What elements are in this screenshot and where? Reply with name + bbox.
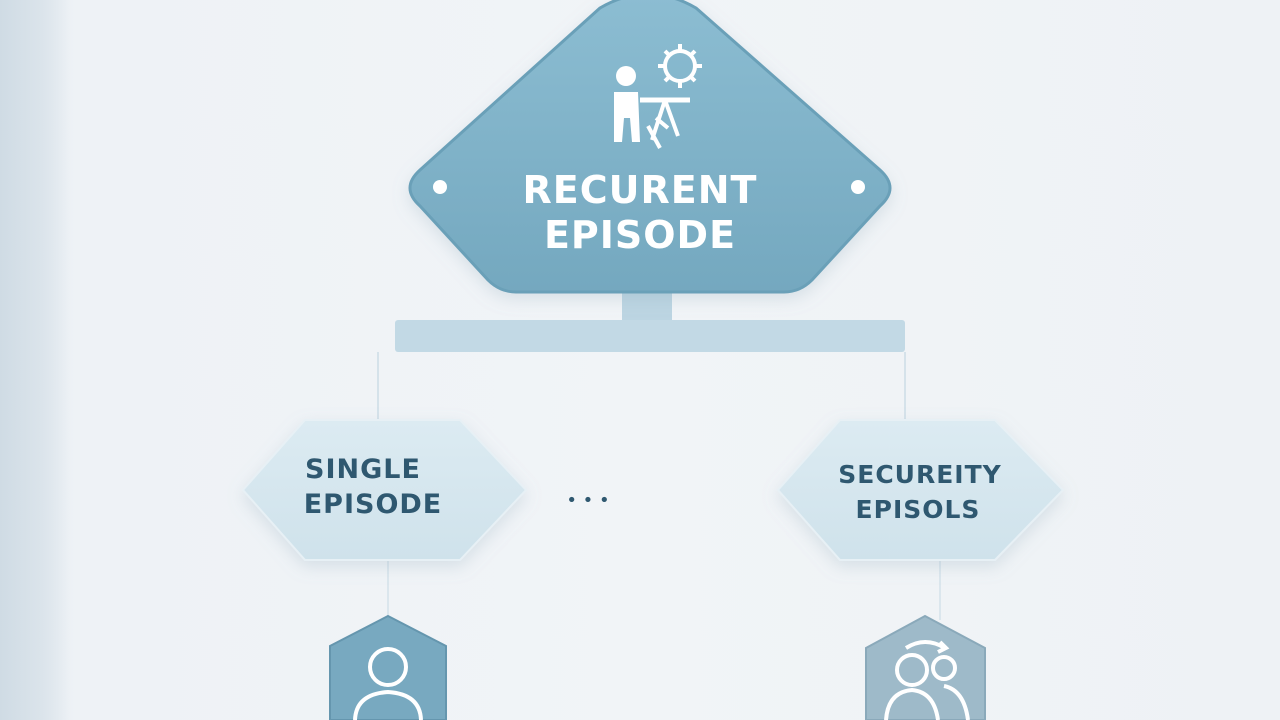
child-1-line1: SINGLE xyxy=(305,454,421,485)
child-node-secureity-episols[interactable] xyxy=(776,419,1065,561)
single-episode-badge[interactable] xyxy=(329,614,447,720)
ellipsis: • • • xyxy=(566,490,609,511)
child-node-single-episode[interactable] xyxy=(241,419,528,561)
person-icon xyxy=(353,647,423,720)
people-refresh-icon xyxy=(884,640,970,720)
root-right-dot xyxy=(851,180,865,194)
child-2-line2: EPISOLS xyxy=(856,495,981,524)
root-stem xyxy=(622,288,672,324)
root-title-line1: RECURENT xyxy=(523,168,758,212)
horizontal-bar xyxy=(395,320,905,352)
connector-lines xyxy=(377,288,941,620)
secureity-episols-badge[interactable] xyxy=(865,614,986,720)
background-edge xyxy=(0,0,70,720)
root-title-line2: EPISODE xyxy=(544,213,736,257)
child-2-line1: SECUREITY xyxy=(838,460,1002,489)
person-with-gear-icon xyxy=(614,44,702,149)
child-1-line2: EPISODE xyxy=(304,489,443,520)
root-node[interactable] xyxy=(408,0,892,294)
root-left-dot xyxy=(433,180,447,194)
